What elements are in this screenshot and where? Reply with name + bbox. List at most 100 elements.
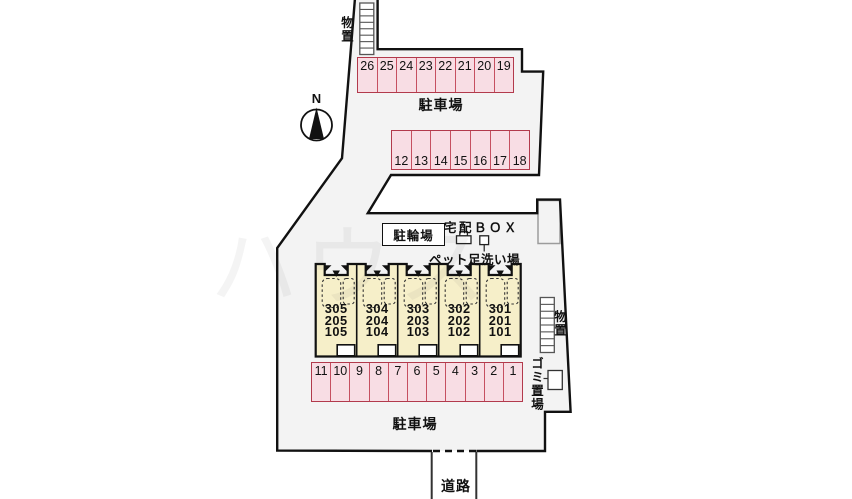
parking-stall-17: 17 xyxy=(489,131,510,169)
balcony-arrow-left xyxy=(325,265,332,272)
room-number: 203 xyxy=(406,312,430,328)
stall-number: 15 xyxy=(453,154,468,168)
unit-entrance xyxy=(336,343,356,357)
room-number: 202 xyxy=(447,312,471,328)
parking-stall-26: 26 xyxy=(358,58,377,92)
room-dashed-outline xyxy=(342,277,355,305)
delivery-box-icon xyxy=(455,231,472,245)
balcony-arrow-center xyxy=(414,270,422,277)
parking-stall-21: 21 xyxy=(454,58,474,92)
parking-stall-5: 5 xyxy=(426,363,446,401)
parking-stall-22: 22 xyxy=(435,58,455,92)
parking-stall-14: 14 xyxy=(430,131,451,169)
room-number: 105 xyxy=(324,324,348,340)
unit-entrance xyxy=(500,343,520,357)
stall-number: 12 xyxy=(394,154,409,168)
room-dashed-outline xyxy=(485,277,506,309)
balcony-arrow-center xyxy=(332,270,340,277)
parking-stall-9: 9 xyxy=(349,363,369,401)
room-dashed-outline xyxy=(403,277,424,309)
storage-shed-top-icon xyxy=(359,2,375,56)
apartment-building xyxy=(314,262,522,358)
parking-stall-15: 15 xyxy=(450,131,470,169)
room-number: 102 xyxy=(447,324,471,340)
unit-entrance xyxy=(377,343,397,357)
balcony-arrow-right xyxy=(463,265,471,272)
room-number: 204 xyxy=(365,312,389,328)
stall-number: 9 xyxy=(355,364,363,378)
room-dashed-outline xyxy=(383,277,396,305)
room-number: 304 xyxy=(365,301,389,316)
parking-stall-13: 13 xyxy=(410,131,431,169)
stall-number: 21 xyxy=(457,59,472,73)
room-dashed-outline xyxy=(362,277,383,309)
parking-stall-20: 20 xyxy=(474,58,494,92)
stall-number: 7 xyxy=(394,364,402,378)
balcony-arrow-right xyxy=(381,265,389,272)
stall-number: 6 xyxy=(413,364,421,378)
storage-shed-right-icon xyxy=(539,296,555,354)
room-number: 303 xyxy=(406,301,430,316)
room-dashed-outline xyxy=(465,277,478,305)
parking-stall-1: 1 xyxy=(502,363,523,401)
stall-number: 17 xyxy=(493,154,507,168)
parking-stall-25: 25 xyxy=(376,58,396,92)
parking-stall-10: 10 xyxy=(330,363,350,401)
stall-number: 8 xyxy=(375,364,383,378)
trash-area-label: ゴミ置場 xyxy=(529,357,543,411)
room-dashed-outline xyxy=(321,277,342,309)
stall-number: 25 xyxy=(379,59,394,73)
storage-right-label: 物置 xyxy=(552,310,566,337)
parking-stall-12: 12 xyxy=(392,131,411,169)
parking-stall-8: 8 xyxy=(368,363,388,401)
balcony-arrow-left xyxy=(448,265,455,272)
room-number: 201 xyxy=(488,312,512,328)
room-dashed-outline xyxy=(424,277,437,305)
room-number: 301 xyxy=(488,301,512,316)
unit-entrance xyxy=(459,343,479,357)
parking-stall-3: 3 xyxy=(464,363,484,401)
parking-stall-6: 6 xyxy=(406,363,427,401)
parking-stall-2: 2 xyxy=(483,363,503,401)
delivery-box-label: 宅配ＢＯＸ xyxy=(444,221,520,235)
balcony-arrow-center xyxy=(455,270,463,277)
balcony-arrow-right xyxy=(422,265,430,272)
room-number: 103 xyxy=(406,324,430,340)
balcony-arrow-left xyxy=(489,265,496,272)
parking-stall-4: 4 xyxy=(445,363,465,401)
pet-wash-icon xyxy=(479,235,490,252)
stall-number: 20 xyxy=(477,59,492,73)
bicycle-parking-label: 駐輪場 xyxy=(393,229,434,243)
north-label: N xyxy=(311,91,322,106)
parking-stall-7: 7 xyxy=(387,363,407,401)
parking-stall-16: 16 xyxy=(469,131,490,169)
building-outline xyxy=(314,262,522,358)
stall-number: 22 xyxy=(438,59,453,73)
stall-number: 26 xyxy=(360,59,375,73)
balcony-arrow-center xyxy=(496,270,504,277)
property-boundary xyxy=(276,0,572,453)
stall-number: 2 xyxy=(490,364,498,378)
building-decor xyxy=(321,264,520,357)
balcony-arrow-left xyxy=(407,265,414,272)
parking-stall-19: 19 xyxy=(493,58,513,92)
pet-wash-label: ペット足洗い場 xyxy=(429,253,521,267)
room-dashed-outline xyxy=(506,277,519,305)
parking-stall-23: 23 xyxy=(415,58,435,92)
bicycle-parking-box: 駐輪場 xyxy=(382,223,445,246)
balcony-arrow-right xyxy=(340,265,348,272)
structure-box xyxy=(537,199,561,245)
room-number: 205 xyxy=(324,312,348,328)
parking-label-bottom: 駐車場 xyxy=(392,416,438,432)
stall-number: 5 xyxy=(432,364,440,378)
room-number: 104 xyxy=(365,324,389,340)
trash-area-icon xyxy=(543,369,563,391)
